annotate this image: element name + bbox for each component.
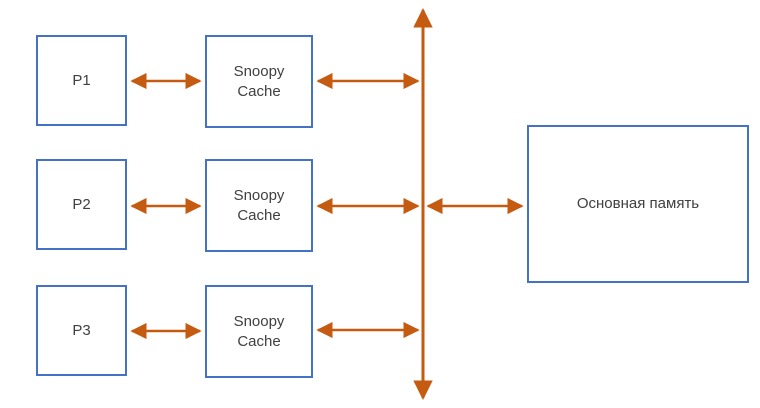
processor-label-p1: P1 — [72, 71, 91, 89]
cache-label-1: Snoopy Cache — [233, 62, 285, 100]
cache-label-3: Snoopy Cache — [233, 312, 285, 350]
cache-box-2: Snoopy Cache — [205, 159, 313, 252]
cache-box-3: Snoopy Cache — [205, 285, 313, 378]
main-memory-box: Основная память — [527, 125, 749, 283]
processor-box-p2: P2 — [36, 159, 127, 250]
processor-label-p2: P2 — [72, 195, 91, 213]
processor-box-p1: P1 — [36, 35, 127, 126]
main-memory-label: Основная память — [576, 195, 700, 212]
cache-label-2: Snoopy Cache — [233, 186, 285, 224]
processor-box-p3: P3 — [36, 285, 127, 376]
cache-box-1: Snoopy Cache — [205, 35, 313, 128]
processor-label-p3: P3 — [72, 321, 91, 339]
